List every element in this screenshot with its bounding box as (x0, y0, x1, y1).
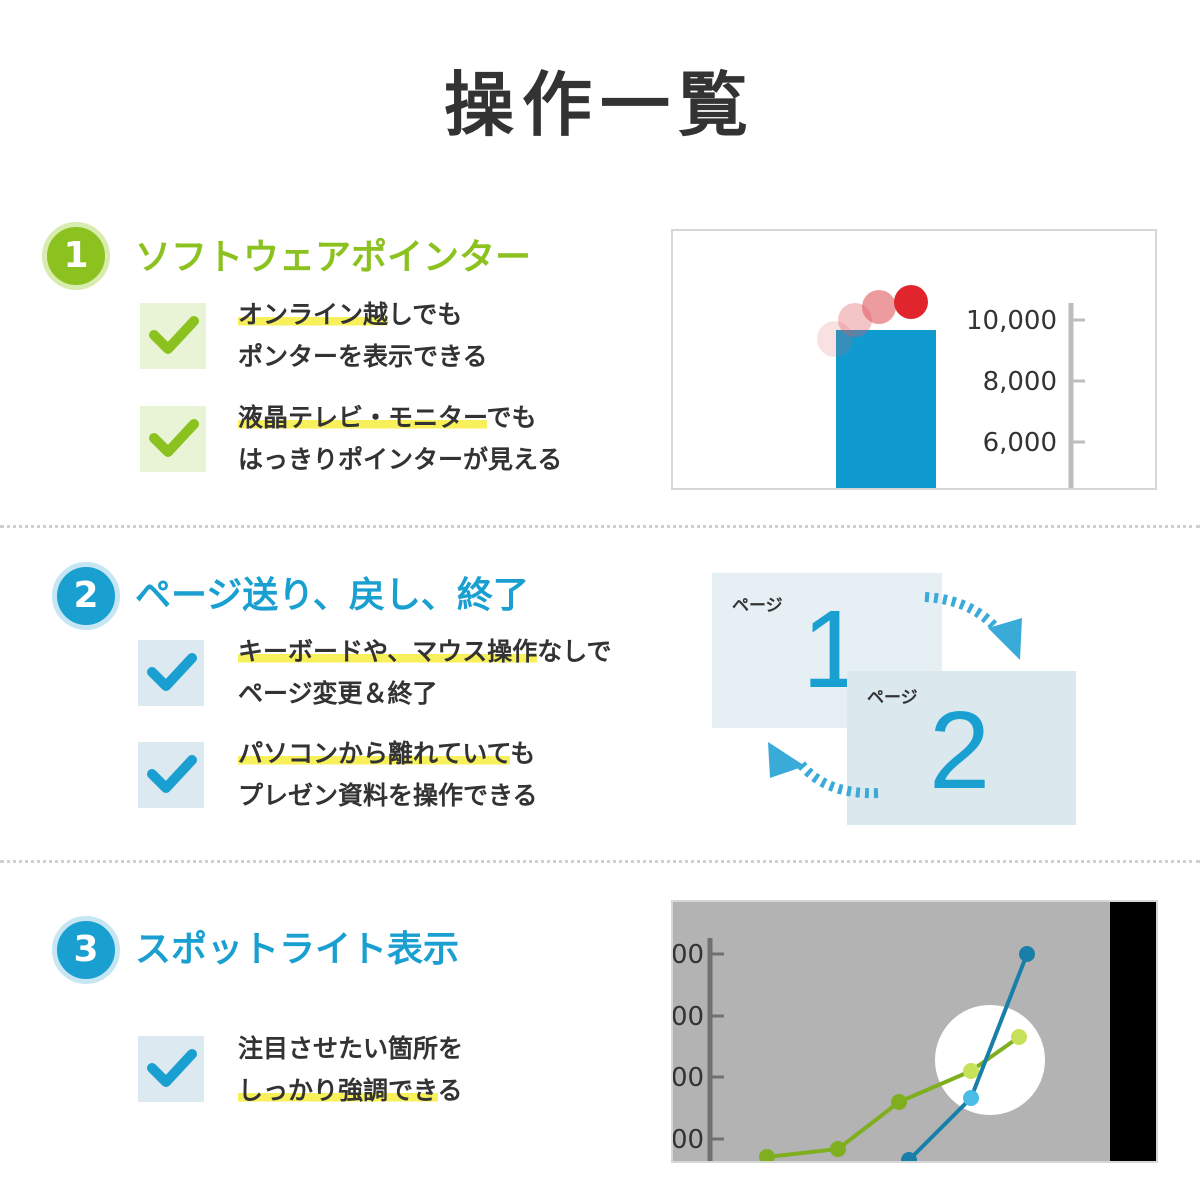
check-icon (140, 303, 206, 369)
section-divider (0, 860, 1200, 863)
cut-tick-label: 00 (671, 1063, 705, 1093)
pointer-chart (817, 285, 1085, 488)
cut-tick-label: 00 (671, 940, 705, 970)
feature-highlight: パソコンから離れていて (238, 739, 511, 768)
section-1-title: ソフトウェアポインター (135, 237, 532, 278)
spotlight-circle (935, 1005, 1045, 1115)
feature-1b-text: 液晶テレビ・モニターでも はっきりポインターが見える (238, 403, 563, 474)
dark-edge (1110, 902, 1156, 1161)
feature-3-text: 注目させたい箇所を しっかり強調できる (238, 1034, 464, 1105)
feature-highlight: キーボードや、マウス操作 (238, 637, 538, 666)
page-number: 2 (929, 689, 991, 812)
feature-highlight: しっかり強調でき (238, 1076, 438, 1105)
feature-highlight: オンライン越 (238, 300, 389, 329)
blue-point (901, 1152, 917, 1161)
blue-point (1019, 946, 1035, 962)
arrowhead-icon (988, 618, 1022, 660)
green-point (963, 1063, 979, 1079)
spotlight-illustration: 00 00 00 00 (671, 900, 1158, 1163)
page-title: 操作一覧 (444, 64, 756, 146)
page-label: ページ (732, 596, 783, 616)
green-point (830, 1141, 846, 1157)
pointer-trail-icon (862, 290, 896, 324)
tick-label: 8,000 (982, 367, 1057, 397)
check-icon (138, 742, 204, 808)
section-2-title: ページ送り、戻し、終了 (135, 575, 529, 616)
cut-tick-label: 00 (671, 1125, 705, 1155)
check-icon (138, 640, 204, 706)
blue-point (963, 1090, 979, 1106)
pointer-trail-icon (817, 321, 853, 357)
page-card-2: ページ 2 (847, 671, 1076, 825)
feature-highlight: 液晶テレビ・モニター (238, 403, 487, 432)
pointer-illustration: 10,000 8,000 6,000 (671, 229, 1157, 490)
section-3-title: スポットライト表示 (135, 929, 460, 970)
feature-1a-text: オンライン越しでも ポンターを表示できる (238, 300, 488, 371)
section-3-number-badge: 3 (52, 916, 120, 984)
green-point (1011, 1029, 1027, 1045)
pointer-dot-icon (894, 285, 928, 319)
tick-label: 6,000 (982, 428, 1057, 458)
feature-2b-text: パソコンから離れていても プレゼン資料を操作できる (238, 739, 538, 810)
arrowhead-icon (768, 742, 805, 778)
cut-tick-label: 00 (671, 1002, 705, 1032)
page-label: ページ (867, 688, 918, 708)
feature-2a-text: キーボードや、マウス操作なしで ページ変更＆終了 (238, 637, 612, 708)
green-point (759, 1149, 775, 1161)
green-point (891, 1094, 907, 1110)
check-icon (138, 1036, 204, 1102)
section-1-number-badge: 1 (42, 222, 110, 290)
tick-label: 10,000 (966, 306, 1057, 336)
bar (836, 330, 936, 488)
check-icon (140, 406, 206, 472)
section-2-number-badge: 2 (52, 562, 120, 630)
spotlight-chart (707, 902, 1156, 1161)
section-divider (0, 525, 1200, 528)
